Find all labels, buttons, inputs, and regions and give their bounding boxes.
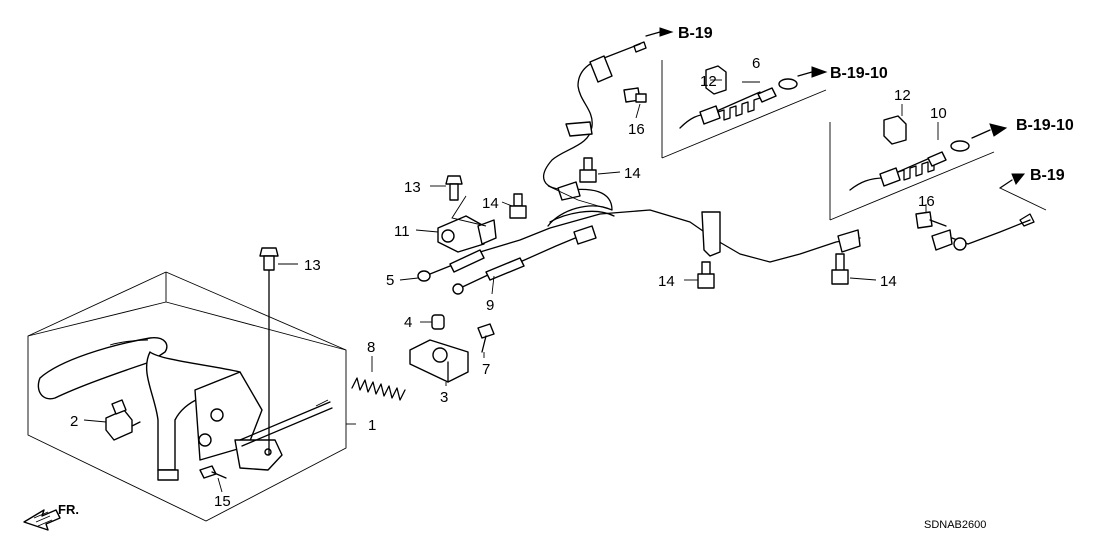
cable-group	[417, 41, 1035, 295]
reference-label-r2: B-19-10	[830, 65, 888, 82]
reference-arrow-r1-icon	[645, 27, 674, 37]
reference-label-r1: B-19	[678, 25, 713, 42]
bolt-part-14-c	[697, 261, 715, 289]
callout-14-c: 14	[658, 273, 675, 290]
callout-2: 2	[70, 413, 78, 430]
callout-labels: 1 2 3 4 5 6 7 8 9 10 11 12 12 13 13 14 1…	[70, 55, 947, 510]
reference-labels: B-19 B-19-10 B-19-10 B-19	[678, 25, 1074, 184]
cable-bracket	[701, 211, 721, 257]
callout-15: 15	[214, 493, 231, 510]
inset-cable-10	[829, 115, 995, 221]
callout-16-upper: 16	[628, 121, 645, 138]
bolt-part-14-a	[509, 193, 527, 219]
front-direction-arrow-icon	[23, 509, 61, 531]
callout-7: 7	[482, 361, 490, 378]
inset-cable-6	[661, 60, 827, 159]
reference-label-r4: B-19	[1030, 167, 1065, 184]
callout-3: 3	[440, 389, 448, 406]
callout-1: 1	[368, 417, 376, 434]
cable-part-5	[419, 209, 861, 279]
bolt-part-14-d	[831, 253, 849, 285]
cable-upper-loop	[543, 43, 641, 227]
bolt-part-7	[477, 323, 495, 353]
callout-12-upper: 12	[700, 73, 717, 90]
callout-4: 4	[404, 314, 412, 331]
bolt-part-16-upper	[623, 87, 647, 103]
nut-part-4	[431, 314, 445, 330]
callout-12-lower: 12	[894, 87, 911, 104]
callout-5: 5	[386, 272, 394, 289]
leader-lines	[83, 79, 939, 493]
spring-part-8	[351, 377, 406, 401]
bolt-part-14-b	[579, 157, 597, 183]
reference-label-r3: B-19-10	[1016, 117, 1074, 134]
callout-8: 8	[367, 339, 375, 356]
switch-part-2	[105, 399, 141, 441]
reference-arrow-r3-icon	[971, 123, 1008, 139]
cable-holder-part-11	[437, 215, 485, 253]
equalizer-part-3	[409, 339, 469, 383]
lever-assembly-box	[27, 271, 347, 522]
bolt-part-13-lower	[259, 247, 279, 271]
bolt-part-15	[199, 465, 227, 479]
reference-arrow-r4-icon	[999, 173, 1047, 211]
callout-16-lower: 16	[918, 193, 935, 210]
callout-14-a: 14	[482, 195, 499, 212]
parking-brake-lever	[37, 269, 333, 481]
front-direction-label: FR.	[58, 502, 79, 517]
callout-11: 11	[394, 223, 410, 240]
callout-13-upper: 13	[404, 179, 421, 196]
callout-14-b: 14	[624, 165, 641, 182]
callout-13-lower: 13	[304, 257, 321, 274]
bolt-part-13-upper	[445, 175, 463, 185]
callout-6: 6	[752, 55, 760, 72]
callout-14-d: 14	[880, 273, 897, 290]
bolt-part-16-lower	[915, 211, 947, 229]
reference-arrow-r2-icon	[797, 66, 828, 78]
callout-10: 10	[930, 105, 947, 122]
callout-9: 9	[486, 297, 494, 314]
clip-part-12-lower	[883, 115, 907, 145]
diagram-code: SDNAB2600	[924, 519, 986, 531]
